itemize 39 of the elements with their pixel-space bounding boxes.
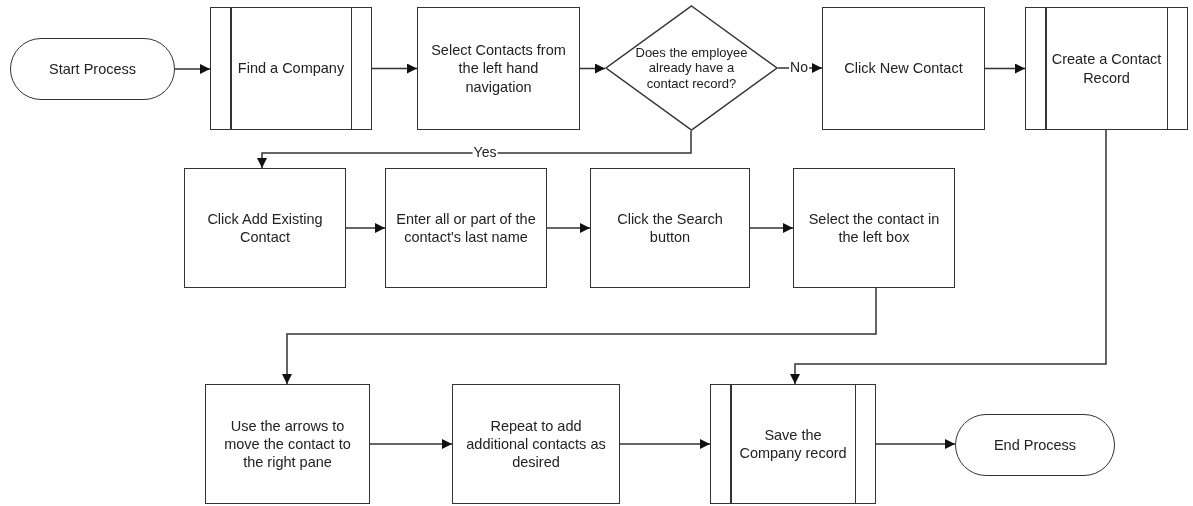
predefined-process-box <box>1025 7 1188 130</box>
process-box <box>452 384 620 504</box>
node-label: Find a Company <box>236 59 346 78</box>
arrow <box>174 64 211 74</box>
process-box <box>205 384 370 504</box>
arrow <box>875 439 956 449</box>
arrow <box>345 223 386 233</box>
node-label: End Process <box>992 435 1078 455</box>
arrow <box>546 223 591 233</box>
arrow <box>984 63 1026 74</box>
decision-diamond <box>605 5 778 131</box>
node-label: Select the contact in the left box <box>807 209 941 247</box>
node-label: Enter all or part of the contact's last name <box>395 209 537 247</box>
process-box <box>793 168 955 288</box>
arrow <box>619 439 711 449</box>
node-label: Repeat to add additional contacts as desired <box>465 416 607 472</box>
node-label: Click the Search button <box>616 209 724 247</box>
process-box <box>184 168 346 288</box>
predefined-process-box <box>710 384 876 504</box>
arrow <box>790 129 1107 385</box>
node-label: Select Contacts from the left hand navigation <box>430 41 567 96</box>
node-label: Click New Contact <box>843 59 964 78</box>
arrow <box>369 439 453 449</box>
node-label: Save the Company record <box>738 425 848 463</box>
arrow <box>257 130 692 169</box>
node-label: Click Add Existing Contact <box>206 209 324 247</box>
process-box <box>590 168 750 288</box>
predefined-process-box <box>210 7 372 130</box>
arrow <box>282 287 877 385</box>
node-label: Does the employee already have a contact record? <box>635 44 748 92</box>
node-label: Create a Contact Record <box>1050 50 1163 87</box>
arrow <box>371 63 418 74</box>
arrow <box>579 63 606 74</box>
node-label: Use the arrows to move the contact to the right pane <box>223 416 352 472</box>
node-label: Start Process <box>48 59 137 79</box>
process-box <box>417 7 580 130</box>
arrow <box>749 223 794 233</box>
process-box <box>385 168 547 288</box>
process-box <box>822 7 985 130</box>
